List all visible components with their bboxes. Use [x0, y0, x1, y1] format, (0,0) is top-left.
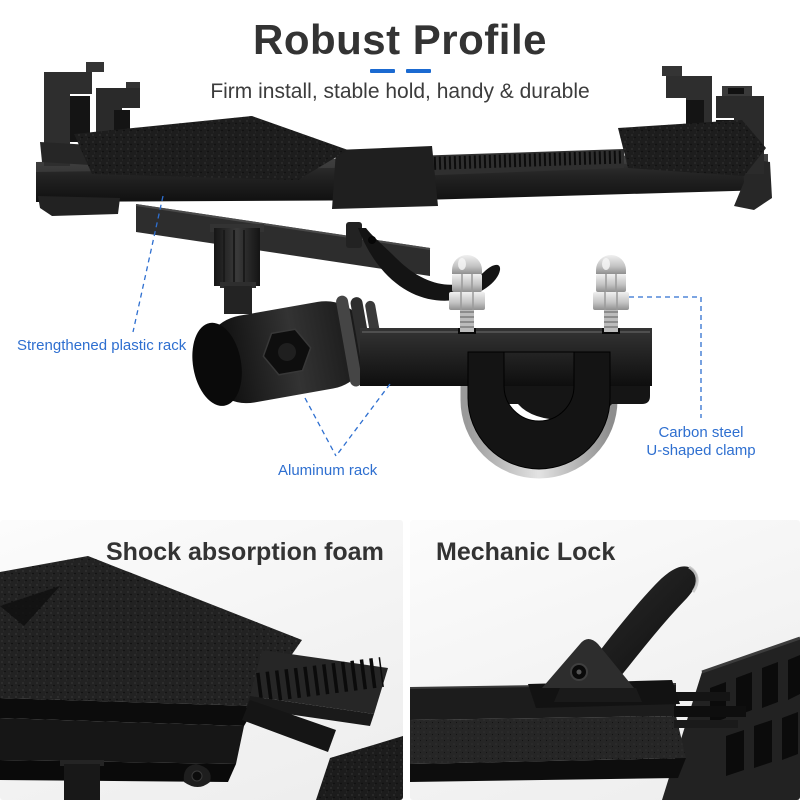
callout-line-aluminum-left — [304, 397, 337, 457]
lock-lever-closeup-photo — [410, 565, 800, 800]
u-clamp-rubber — [467, 351, 611, 470]
slide-rail — [410, 680, 746, 782]
foam-corner-right — [316, 736, 403, 800]
header: Robust Profile Firm install, stable hold… — [0, 16, 800, 104]
title-underline-dashes — [0, 69, 800, 73]
headrest-tablet-mount-photo — [36, 62, 772, 479]
lock-lever-closeup — [542, 565, 699, 702]
callout-aluminum-rack: Aluminum rack — [278, 462, 378, 479]
mount-post — [210, 224, 264, 314]
callout-plastic-rack: Strengthened plastic rack — [17, 337, 187, 354]
bolt-left — [449, 255, 485, 332]
page-title: Robust Profile — [252, 16, 547, 63]
feature-panels: Shock absorption foam — [0, 520, 800, 800]
feature-foam-title: Shock absorption foam — [106, 538, 384, 566]
bolt-right — [593, 255, 629, 332]
mount-plate — [135, 204, 431, 276]
ratchet-block — [662, 636, 800, 800]
callout-u-clamp-line1: Carbon steel — [658, 424, 744, 441]
callout-line-u-clamp — [629, 296, 702, 418]
rack-bar — [36, 146, 772, 216]
foam-closeup-photo — [0, 556, 403, 800]
feature-panel-lock: Mechanic Lock — [410, 520, 800, 800]
dash-left — [369, 69, 395, 73]
page-subtitle: Firm install, stable hold, handy & durab… — [210, 80, 590, 103]
feature-panel-foam: Shock absorption foam — [0, 520, 403, 800]
ribbed-grip-plate — [242, 650, 388, 752]
u-bolt-chrome — [460, 282, 618, 479]
lock-lever-main — [346, 222, 501, 301]
callout-u-clamp-line2: U-shaped clamp — [646, 442, 756, 459]
feature-lock-title: Mechanic Lock — [436, 538, 616, 566]
ball-joint-housing — [192, 295, 387, 406]
callout-lines — [132, 195, 702, 457]
foam-pad-right — [618, 120, 766, 176]
foam-pad-left — [74, 116, 348, 180]
callout-u-shaped-clamp: Carbon steel U-shaped clamp — [616, 424, 786, 460]
foam-slab — [0, 556, 302, 726]
callout-line-aluminum-right — [335, 383, 391, 457]
rack-underside — [0, 718, 244, 800]
dash-right — [405, 69, 431, 73]
